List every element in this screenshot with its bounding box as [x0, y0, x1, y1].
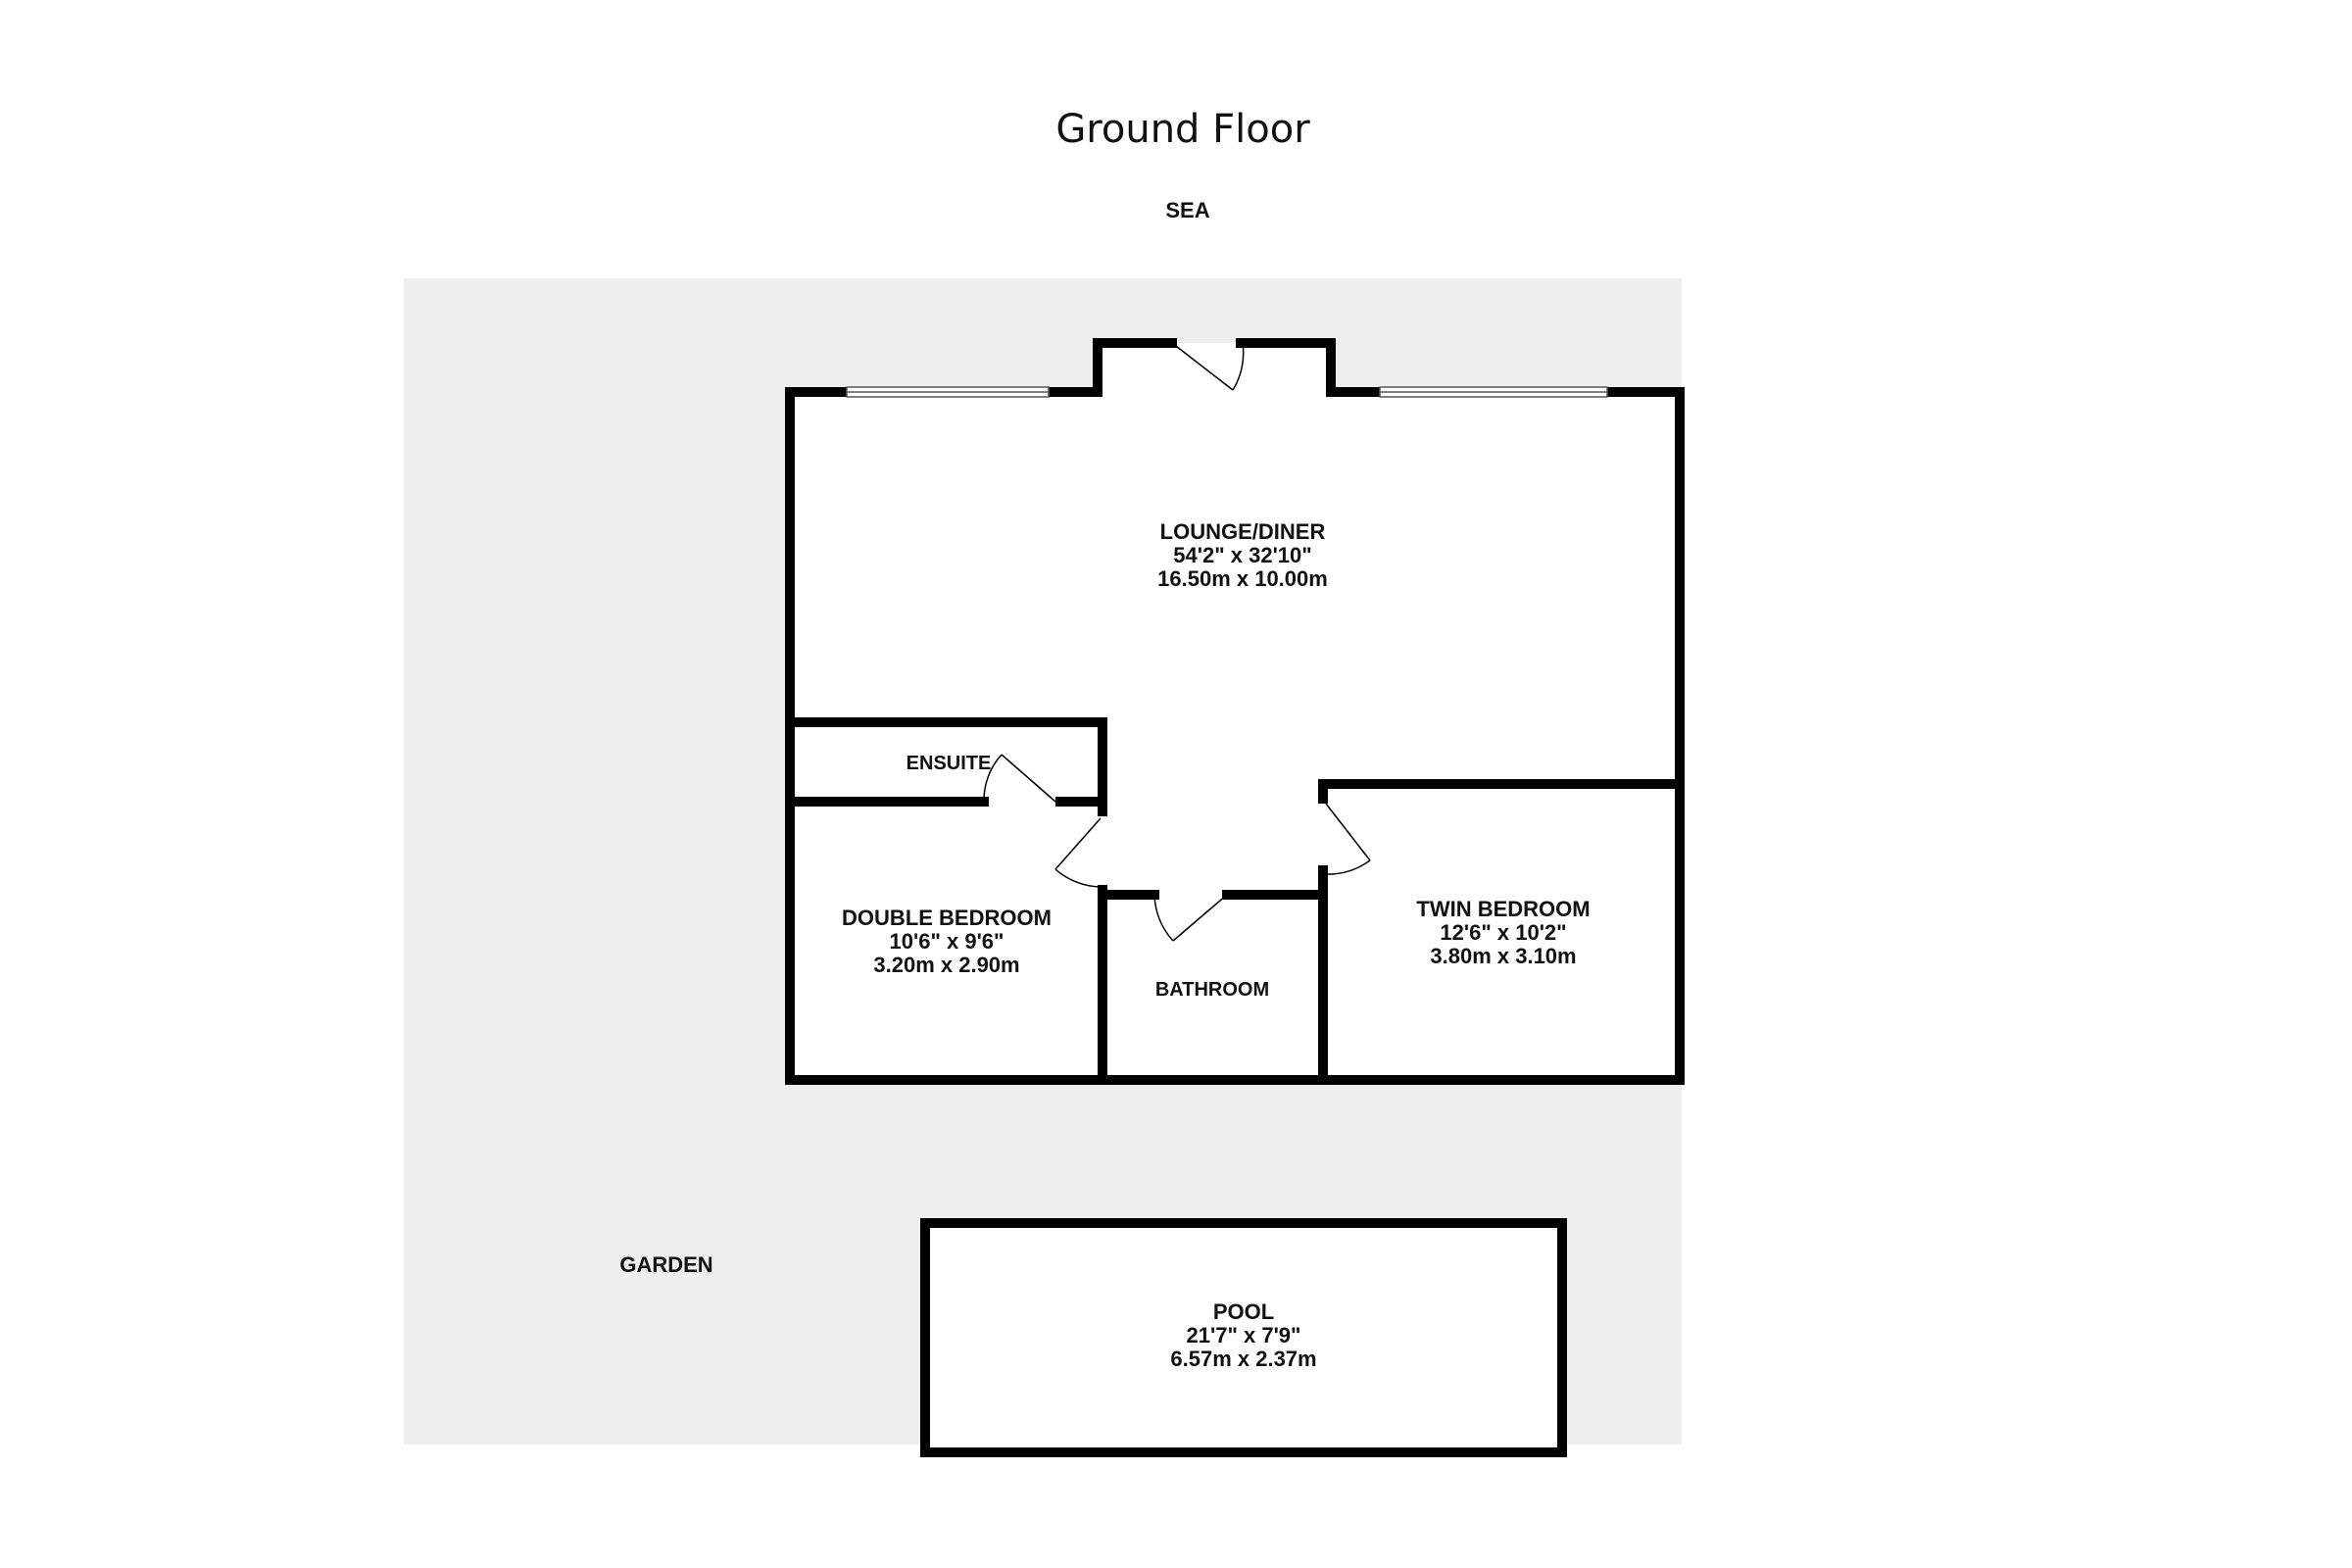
- windows: [846, 386, 1608, 398]
- room-name: TWIN BEDROOM: [1416, 897, 1590, 921]
- floor-title: Ground Floor: [1055, 107, 1310, 152]
- interior-walls: [785, 717, 1685, 1085]
- room-dimensions-imperial: 10'6" x 9'6": [890, 929, 1004, 954]
- room-dimensions-metric: 3.80m x 3.10m: [1430, 944, 1576, 968]
- pool: POOL 21'7" x 7'9" 6.57m x 2.37m: [920, 1218, 1567, 1457]
- garden-label: GARDEN: [619, 1252, 712, 1277]
- room-twin-bedroom: TWIN BEDROOM 12'6" x 10'2" 3.80m x 3.10m: [1416, 897, 1590, 968]
- bathroom-door: [1153, 894, 1228, 942]
- room-name: LOUNGE/DINER: [1160, 519, 1326, 544]
- room-dimensions-imperial: 54'2" x 32'10": [1173, 543, 1311, 567]
- room-bathroom: BATHROOM: [1155, 979, 1269, 1001]
- exterior-walls: [785, 338, 1685, 1085]
- room-double-bedroom: DOUBLE BEDROOM 10'6" x 9'6" 3.20m x 2.90…: [842, 906, 1052, 977]
- building-interior: [790, 343, 1680, 1080]
- room-dimensions-metric: 16.50m x 10.00m: [1157, 566, 1328, 591]
- doors: [983, 342, 1371, 942]
- room-name: BATHROOM: [1155, 979, 1269, 1001]
- ensuite-door: [983, 754, 1056, 803]
- room-ensuite: ENSUITE: [906, 753, 992, 774]
- room-name: ENSUITE: [906, 753, 992, 774]
- pool-outline: [920, 1218, 1567, 1457]
- entrance-door: [1171, 342, 1245, 391]
- double-bedroom-door: [1054, 817, 1102, 888]
- room-dimensions-imperial: 21'7" x 7'9": [1187, 1323, 1301, 1348]
- twin-bedroom-door: [1324, 803, 1371, 875]
- room-lounge-diner: LOUNGE/DINER 54'2" x 32'10" 16.50m x 10.…: [1157, 519, 1328, 591]
- room-dimensions-metric: 3.20m x 2.90m: [873, 953, 1019, 977]
- room-name: DOUBLE BEDROOM: [842, 906, 1052, 930]
- room-dimensions-imperial: 12'6" x 10'2": [1440, 920, 1566, 945]
- room-name: POOL: [1213, 1299, 1274, 1324]
- room-dimensions-metric: 6.57m x 2.37m: [1170, 1347, 1316, 1371]
- sea-label: SEA: [1165, 198, 1209, 222]
